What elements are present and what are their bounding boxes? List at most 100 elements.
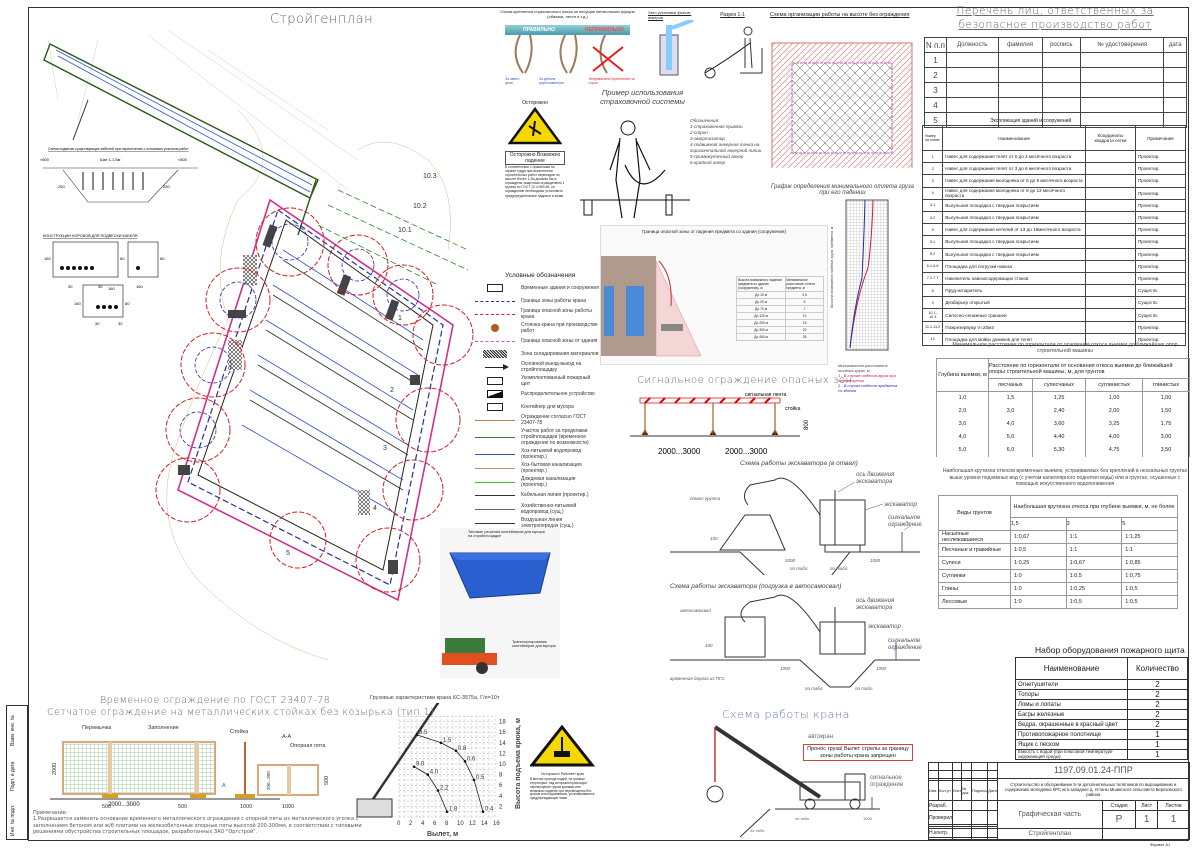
dist-cell: 1,00: [1085, 391, 1143, 405]
exc2-label: по табл.: [855, 686, 874, 691]
legend-symbol-icon: [475, 390, 515, 399]
personnel-cell[interactable]: [1041, 67, 1082, 83]
expl-coords: [1085, 210, 1136, 225]
personnel-cell[interactable]: [997, 67, 1043, 83]
legend-symbol-icon: [475, 433, 515, 441]
legend-item: Зона складирования материалов: [475, 348, 599, 361]
expl-coords: [1085, 235, 1136, 249]
y-tick-label: 10: [499, 762, 506, 768]
load-point-label: 1.5: [443, 738, 452, 744]
dist-cell: 1,25: [1031, 391, 1087, 405]
box-dim: 30: [68, 284, 73, 289]
personnel-cell[interactable]: [946, 82, 999, 98]
crane-label: по табл.: [750, 828, 765, 833]
graph-note-1: 1 - В случае падения груза при перемещен…: [838, 373, 896, 383]
dist-cell: 4,75: [1085, 443, 1143, 457]
fire-item: Топоры: [1015, 689, 1128, 700]
personnel-num: 4: [924, 97, 947, 113]
expl-note: Проектир.: [1135, 247, 1186, 261]
danger-zone-drawing: [601, 256, 702, 357]
load-point: [472, 778, 476, 782]
crane-label: 1000: [863, 816, 873, 821]
exc-label: по табл.: [790, 566, 809, 571]
dist-cell: 3,60: [1031, 417, 1087, 431]
cable-dim: 250: [58, 184, 65, 189]
personnel-cell[interactable]: [946, 97, 999, 113]
legend-item: Хоз-бытовая канализация (проектир.): [475, 461, 599, 475]
expl-note: Существ.: [1135, 308, 1186, 322]
load-point-label: 0.6: [467, 756, 476, 762]
legend-item: Кабельная линия (проектир.): [475, 489, 599, 502]
dz-cell: 10: [785, 312, 824, 320]
cable-scheme: Схема подвески существующих кабелей при …: [40, 147, 198, 203]
expl-coords: [1085, 259, 1136, 273]
legend-symbol-icon: [475, 284, 515, 293]
load-point-label: 0.4: [485, 807, 494, 813]
exc2-label: автосамосвал: [680, 608, 711, 613]
expl-num: 2: [921, 162, 944, 176]
slope-cell: 1:1,25: [1121, 530, 1178, 544]
legend-item: Воздушная линия электропередач (сущ.): [475, 516, 599, 530]
legend-symbol-icon: [475, 363, 515, 371]
personnel-cell[interactable]: [997, 97, 1043, 113]
legend-item: Участок работ за пределами стройплощадки…: [475, 427, 599, 447]
personnel-cell[interactable]: [1080, 67, 1165, 83]
load-point-label: 1.8: [449, 807, 458, 813]
sign-caption: Осторожно Возможно падение: [505, 151, 565, 165]
personnel-cell[interactable]: [1163, 52, 1187, 68]
personnel-cell[interactable]: [1163, 97, 1187, 113]
road-turn: [297, 179, 317, 236]
harness-legend: Обозначения: 1-страховочная привязь 2-ст…: [690, 118, 765, 166]
dz-cell: До 200 м: [735, 319, 787, 327]
personnel-cell[interactable]: [1041, 97, 1082, 113]
personnel-cell[interactable]: [1163, 82, 1187, 98]
excavator2-title: Схема работы экскаватора (погрузка в авт…: [670, 583, 842, 590]
role-checker: Проверил: [927, 810, 954, 825]
fence-subtitle: Сетчатое ограждение на металлических сто…: [47, 707, 435, 718]
exc1-excavator-label: экскаватор: [884, 502, 917, 508]
expl-header: Координаты квадрата сетки: [1085, 125, 1136, 151]
expl-name: Пруд-испаритель: [942, 284, 1086, 298]
cable-dim: ≈500: [178, 157, 188, 162]
personnel-cell[interactable]: [997, 52, 1043, 68]
anchor-drawing: [659, 18, 694, 76]
crane-boom: [363, 703, 440, 812]
personnel-cell[interactable]: [1080, 82, 1165, 98]
dist-header: Расстояние по горизонтали от основания о…: [988, 358, 1190, 379]
height-work-drawing: [771, 42, 913, 194]
fence-span-dim: 2000...3000: [108, 802, 140, 808]
dist-cell: 1,00: [1141, 391, 1191, 405]
stage-header: Стадия: [1101, 800, 1137, 812]
harness-legend-item: 2-строп: [690, 129, 708, 135]
caution-heading: Осторожно: [522, 100, 548, 106]
cable-scheme-title: Схема подвески существующих кабелей при …: [48, 147, 189, 151]
personnel-cell[interactable]: [1080, 97, 1165, 113]
personnel-cell[interactable]: [997, 82, 1043, 98]
dist-cell: 1,50: [1141, 404, 1191, 418]
personnel-title: Перечень лиц, ответственных за безопасно…: [956, 5, 1154, 32]
access-road: [43, 43, 319, 199]
expl-name: Площадка для мойки домиков для телят: [942, 332, 1086, 347]
personnel-cell[interactable]: [1041, 82, 1082, 98]
excavator1-drawing: отвал грунта по табл. по табл. 1000 1000…: [670, 477, 920, 575]
personnel-cell[interactable]: [1041, 52, 1082, 68]
slope-cell: 1:0,5: [1010, 543, 1067, 557]
exc1-fence-label: сигнальное ограждение: [888, 515, 922, 528]
personnel-cell[interactable]: [1080, 52, 1165, 68]
personnel-cell[interactable]: [1163, 67, 1187, 83]
personnel-header: N п.п: [924, 37, 947, 53]
load-point: [481, 810, 485, 813]
height-work-scheme: Схема организации работы на высоте без о…: [770, 12, 915, 197]
expl-num: 6.1-6.6: [921, 259, 944, 273]
personnel-cell[interactable]: [946, 67, 999, 83]
expl-coords: [1085, 223, 1136, 237]
dist-cell: 3,00: [1141, 430, 1191, 444]
personnel-cell[interactable]: [946, 52, 999, 68]
load-point-label: 0.5: [476, 775, 485, 781]
legend-item: Временные здания и сооружения: [475, 282, 599, 295]
expl-num: 9: [921, 296, 944, 310]
